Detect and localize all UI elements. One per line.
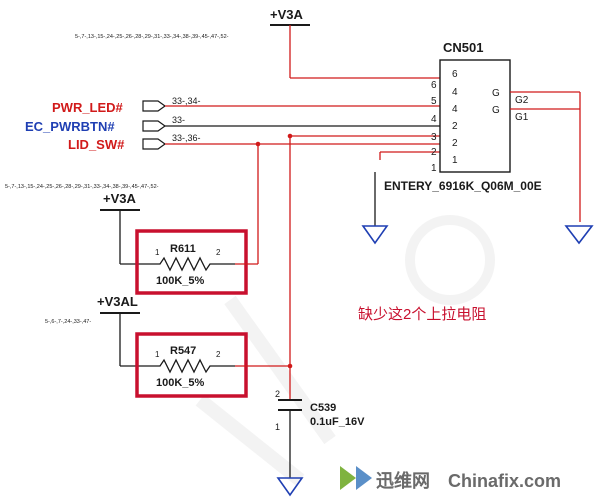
ground-symbol-cap: [276, 477, 304, 497]
chinafix-logo-icon: [340, 466, 372, 490]
chinafix-watermark: 迅维网 Chinafix.com: [334, 456, 600, 500]
r611-value: 100K_5%: [156, 275, 205, 287]
v3a-mid-rail: 5-,7-,13-,15-,24-,25-,26-,28-,29-,31-,33…: [5, 184, 159, 265]
g-net-g1: G1: [515, 112, 529, 123]
pwr-led-label: PWR_LED#: [52, 100, 124, 115]
g-label-2: G: [492, 105, 500, 116]
c539-pin1: 1: [275, 422, 280, 432]
v3al-label: +V3AL: [97, 294, 138, 309]
watermark-brand: 迅维网: [376, 470, 430, 491]
annotation-missing-pullups: 缺少这2个上拉电阻: [358, 306, 486, 323]
outer-pin-2: 2: [431, 147, 437, 158]
outer-pin-5: 5: [431, 96, 437, 107]
ec-pwrbtn-label: EC_PWRBTN#: [25, 119, 115, 134]
inner-pin-4a: 4: [452, 87, 458, 98]
v3a-mid-label: +V3A: [103, 191, 136, 206]
r611-ref: R611: [170, 243, 196, 255]
g-label-1: G: [492, 88, 500, 99]
outer-pin-6: 6: [431, 80, 437, 91]
r547-ref: R547: [170, 345, 196, 357]
signal-pwr-led: PWR_LED# 33-,34-: [52, 96, 440, 115]
background-watermark: [195, 215, 495, 486]
r547-highlight-box: [135, 332, 248, 398]
r611-highlight-box: [135, 229, 248, 295]
capacitor-c539: 2 1 C539 0.1uF_16V: [275, 389, 365, 478]
inner-pin-6: 6: [452, 69, 458, 80]
v3a-top-rail: +V3A 5-,7-,13-,15-,24-,25-,26-,28-,29-,3…: [75, 7, 440, 79]
ec-pwrbtn-refs: 33-: [172, 115, 185, 125]
v3a-top-label: +V3A: [270, 7, 303, 22]
r611-pin2: 2: [216, 248, 221, 257]
connector-cn501: CN501 6 5 4 3 2 1 6 4 4 2 2 1 G G G2 G1 …: [384, 40, 581, 222]
connector-ref: CN501: [443, 40, 483, 55]
g-net-g2: G2: [515, 95, 529, 106]
v3al-refs: 5-,6-,7-,24-,33-,47-: [45, 319, 91, 325]
r547-pin2: 2: [216, 350, 221, 359]
lid-sw-refs: 33-,36-: [172, 133, 201, 143]
v3a-top-refs: 5-,7-,13-,15-,24-,25-,26-,28-,29-,31-,33…: [75, 34, 229, 40]
signal-lid-sw: LID_SW# 33-,36-: [68, 133, 440, 152]
c539-ref: C539: [310, 402, 336, 414]
ground-symbol-right: [564, 225, 594, 245]
resistor-r547: 1 R547 2 100K_5%: [135, 332, 248, 398]
watermark-site: Chinafix.com: [448, 471, 561, 491]
signal-ec-pwrbtn: EC_PWRBTN# 33-: [25, 115, 440, 134]
c539-pin2: 2: [275, 389, 280, 399]
v3al-rail: +V3AL 5-,6-,7-,24-,33-,47-: [45, 294, 148, 367]
r611-pin1: 1: [155, 248, 160, 257]
c539-value: 0.1uF_16V: [310, 416, 365, 428]
outer-pin-3: 3: [431, 132, 437, 143]
inner-pin-4b: 4: [452, 104, 458, 115]
lid-sw-label: LID_SW#: [68, 137, 125, 152]
inner-pin-2a: 2: [452, 121, 458, 132]
ground-symbol-left: [361, 172, 389, 245]
outer-pin-4: 4: [431, 114, 437, 125]
resistor-r611: 1 R611 2 100K_5%: [135, 229, 248, 295]
v3a-mid-refs: 5-,7-,13-,15-,24-,25-,26-,28-,29-,31-,33…: [5, 184, 159, 190]
inner-pin-2b: 2: [452, 138, 458, 149]
inner-pin-1: 1: [452, 155, 458, 166]
connector-part: ENTERY_6916K_Q06M_00E: [384, 179, 542, 193]
r547-value: 100K_5%: [156, 377, 205, 389]
pwr-led-refs: 33-,34-: [172, 96, 201, 106]
outer-pin-1: 1: [431, 163, 437, 174]
r547-pin1: 1: [155, 350, 160, 359]
